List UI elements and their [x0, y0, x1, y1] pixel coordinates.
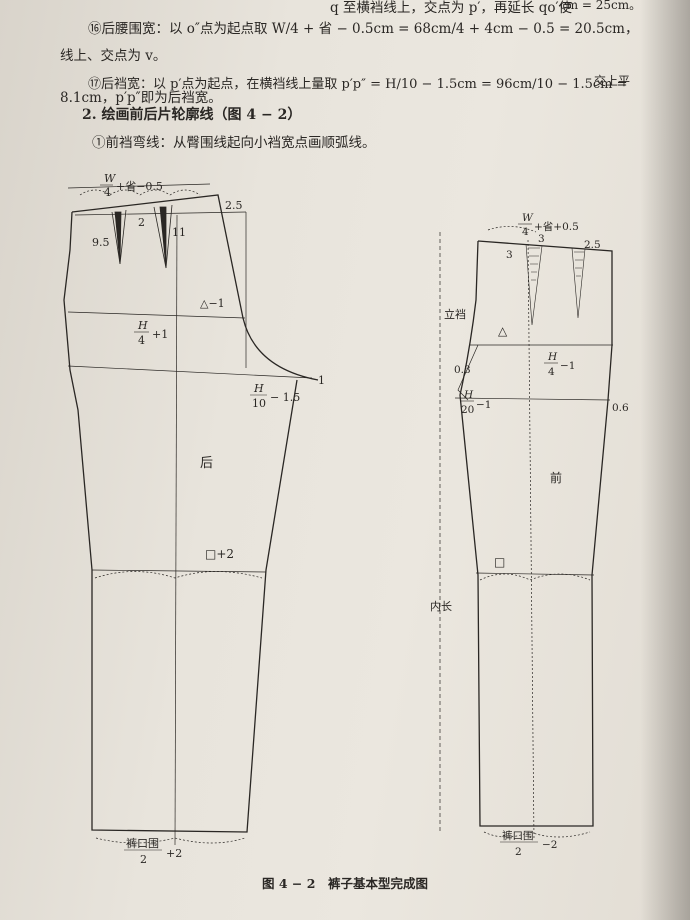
text-line-top-right: cm = 25cm。	[560, 0, 642, 12]
front-crotch-curve	[457, 344, 479, 401]
front-hem-label: 裤口围	[502, 829, 534, 842]
back-crotch-line	[67, 365, 313, 379]
front-dart-label-3b: 3	[538, 233, 545, 245]
front-waist-arc	[487, 226, 537, 233]
text-crossing-note: 交上平	[594, 74, 631, 88]
front-darts	[525, 243, 586, 326]
front-hem-arc	[483, 831, 591, 838]
front-dart-2	[571, 247, 586, 319]
section-heading: 2. 绘画前后片轮廓线（图 4 − 2）	[82, 107, 302, 123]
front-dart-label-3a: 3	[506, 249, 513, 261]
front-hem-label-suffix: −2	[542, 839, 557, 851]
back-grain-line	[174, 214, 178, 846]
back-hip-line	[67, 311, 246, 319]
front-panel-label: 前	[550, 470, 562, 485]
back-panel-guides	[67, 183, 313, 846]
back-hip-label-suffix: +1	[152, 328, 168, 341]
front-label-06: 0.6	[612, 402, 629, 414]
back-knee-label: □+2	[205, 547, 234, 561]
front-labels: W 4 +省+0.5 3 3 2.5 立裆 △ H 4 −1 0.3 H 20 …	[430, 212, 629, 858]
back-point-label-1: 1	[318, 374, 325, 387]
front-waist-label-suffix: +省+0.5	[534, 220, 579, 233]
text-item-16-cont: 线上、交点为 v。	[60, 48, 167, 64]
text-item-1: ①前裆弯线：从臀围线起向小裆宽点画顺弧线。	[92, 135, 376, 151]
front-crotch-line	[454, 397, 611, 401]
back-top-dimension	[67, 183, 211, 189]
front-rise-label-25: 2.5	[584, 239, 601, 251]
front-hip-label-h: H	[547, 351, 558, 363]
front-waist-label-den: 4	[522, 226, 529, 238]
text-line-top-fragment: q 至横裆线上，交点为 p′，再延长 qo′使	[330, 0, 573, 16]
front-knee-label: □	[494, 555, 505, 569]
back-hem-label: 裤口围	[126, 836, 159, 850]
front-knee-line	[475, 572, 595, 576]
figure-caption: 图 4 − 2 裤子基本型完成图	[262, 876, 428, 891]
back-dart-label-95: 9.5	[92, 236, 110, 249]
back-labels: W 4 +省−0.5 2 11 9.5 2.5 △−1 H 4 +1 H 10 …	[92, 172, 325, 866]
front-crotch-label-h: H	[463, 389, 474, 401]
front-rise-label: 立裆	[444, 307, 466, 321]
back-waist-label-suffix: +省−0.5	[116, 180, 163, 193]
back-hip-label-den: 4	[138, 334, 145, 347]
back-waist-and-seat-seam	[71, 194, 319, 381]
back-knee-line	[91, 569, 267, 573]
back-crotch-label-den: 10	[252, 397, 266, 410]
back-hip-label-h: H	[137, 319, 148, 332]
back-dart-1-fill	[114, 211, 122, 265]
back-dart-2-fill	[159, 206, 167, 269]
back-side-and-inseam	[63, 211, 298, 833]
text-item-17: ⑰后裆宽：以 p′点为起点，在横裆线上量取 p′p″ = H/10 − 1.5c…	[88, 77, 628, 92]
back-hem-arc	[95, 837, 246, 844]
front-hip-label-den: 4	[548, 366, 555, 378]
back-hem-label-suffix: +2	[166, 847, 182, 860]
back-knee-arc	[94, 571, 263, 579]
back-waist-arc	[79, 189, 201, 196]
back-dart-label-2: 2	[138, 216, 145, 229]
back-delta-label: △−1	[200, 297, 225, 310]
back-crotch-label-h: H	[253, 382, 264, 395]
back-panel-outline	[63, 194, 319, 833]
back-rise-label-25: 2.5	[225, 199, 243, 212]
front-grain-line	[527, 239, 535, 841]
front-hem-label-den: 2	[515, 846, 522, 858]
front-crotch-label-suffix: −1	[476, 399, 491, 411]
back-panel-label: 后	[200, 456, 213, 471]
back-waist-label-den: 4	[104, 186, 111, 199]
front-dart-1	[525, 243, 543, 326]
front-label-03: 0.3	[454, 364, 471, 376]
front-inseam-label: 内长	[430, 599, 452, 613]
front-outline	[459, 240, 613, 827]
front-delta-label: △	[498, 324, 508, 338]
front-hip-label-suffix: −1	[560, 360, 575, 372]
front-dart-1-hatch	[528, 247, 540, 281]
text-item-17-cont: 8.1cm，p′p″即为后裆宽。	[60, 90, 222, 106]
front-panel-outline	[459, 240, 613, 827]
page-gutter-shadow	[640, 0, 690, 920]
front-panel-guides	[439, 226, 613, 841]
back-waist-label-w: W	[104, 172, 117, 185]
back-darts	[111, 204, 173, 269]
back-crotch-label-suffix: − 1.5	[270, 391, 300, 404]
front-waist-label-w: W	[522, 212, 534, 224]
front-dart-2-hatch	[574, 251, 584, 277]
front-crotch-label-den: 20	[461, 404, 474, 416]
back-hem-label-den: 2	[140, 853, 147, 866]
back-dart-label-11: 11	[172, 226, 186, 239]
text-item-16: ⑯后腰围宽：以 o″点为起点取 W/4 + 省 − 0.5cm = 68cm/4…	[88, 21, 639, 37]
